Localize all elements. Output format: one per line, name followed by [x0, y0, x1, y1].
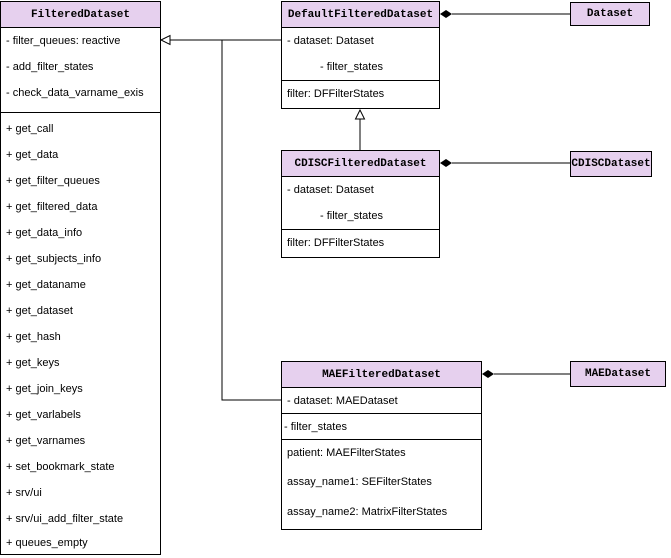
attribute-row: filter: DFFilterStates	[287, 88, 385, 100]
composition-diamond-default	[440, 10, 452, 18]
filtered-dataset-class[interactable]: FilteredDataset - filter_queues: reactiv…	[0, 1, 161, 555]
method-row: + get_filter_queues	[6, 175, 100, 187]
cdisc-dataset-class[interactable]: CDISCDataset	[570, 151, 652, 177]
dataset-class[interactable]: Dataset	[570, 2, 650, 26]
attribute-row: - add_filter_states	[6, 61, 94, 73]
method-row: + get_call	[6, 123, 54, 135]
composition-diamond-mae	[482, 370, 494, 378]
attribute-row: - filter_states	[320, 210, 383, 222]
inheritance-mae-line	[221, 40, 282, 401]
composition-diamond-cdisc	[440, 159, 452, 167]
mae-dataset-class[interactable]: MAEDataset	[570, 361, 666, 387]
section-divider	[282, 80, 439, 81]
attribute-row: filter: DFFilterStates	[287, 237, 385, 249]
attribute-row: assay_name2: MatrixFilterStates	[287, 506, 448, 518]
method-row: + srv/ui	[6, 487, 42, 499]
method-row: + get_filtered_data	[6, 201, 98, 213]
method-row: + set_bookmark_state	[6, 461, 115, 473]
mae-filtered-dataset-class[interactable]: MAEFilteredDataset - dataset: MAEDataset…	[281, 361, 482, 530]
method-row: + get_varnames	[6, 435, 86, 447]
attribute-row: assay_name1: SEFilterStates	[287, 476, 432, 488]
cdisc-filtered-dataset-class[interactable]: CDISCFilteredDataset - dataset: Dataset …	[281, 150, 440, 258]
attribute-row: - dataset: Dataset	[287, 35, 374, 47]
method-row: + queues_empty	[6, 537, 88, 549]
section-divider	[282, 413, 481, 414]
default-filtered-dataset-class[interactable]: DefaultFilteredDataset - dataset: Datase…	[281, 1, 440, 109]
attribute-row: - check_data_varname_exis	[6, 87, 144, 99]
inheritance-cdisc-arrowhead	[354, 108, 366, 120]
attribute-row: - dataset: MAEDataset	[287, 395, 398, 407]
method-row: + get_data_info	[6, 227, 83, 239]
method-row: + get_join_keys	[6, 383, 83, 395]
method-row: + get_dataset	[6, 305, 73, 317]
filtered-dataset-title: FilteredDataset	[1, 2, 160, 28]
method-row: + get_dataname	[6, 279, 86, 291]
cdisc-filtered-dataset-title: CDISCFilteredDataset	[282, 151, 439, 177]
attribute-row: patient: MAEFilterStates	[287, 447, 406, 459]
method-row: + get_hash	[6, 331, 61, 343]
section-divider	[1, 112, 160, 113]
method-row: + get_keys	[6, 357, 60, 369]
method-row: + srv/ui_add_filter_state	[6, 513, 124, 525]
attribute-row: - filter_states	[320, 61, 383, 73]
attribute-row: - filter_states	[284, 421, 347, 433]
mae-filtered-dataset-title: MAEFilteredDataset	[282, 362, 481, 388]
attribute-row: - filter_queues: reactive	[6, 35, 121, 47]
method-row: + get_varlabels	[6, 409, 81, 421]
method-row: + get_data	[6, 149, 59, 161]
section-divider	[282, 439, 481, 440]
inheritance-arrowhead	[159, 34, 171, 46]
default-filtered-dataset-title: DefaultFilteredDataset	[282, 2, 439, 28]
method-row: + get_subjects_info	[6, 253, 102, 265]
section-divider	[282, 229, 439, 230]
attribute-row: - dataset: Dataset	[287, 184, 374, 196]
